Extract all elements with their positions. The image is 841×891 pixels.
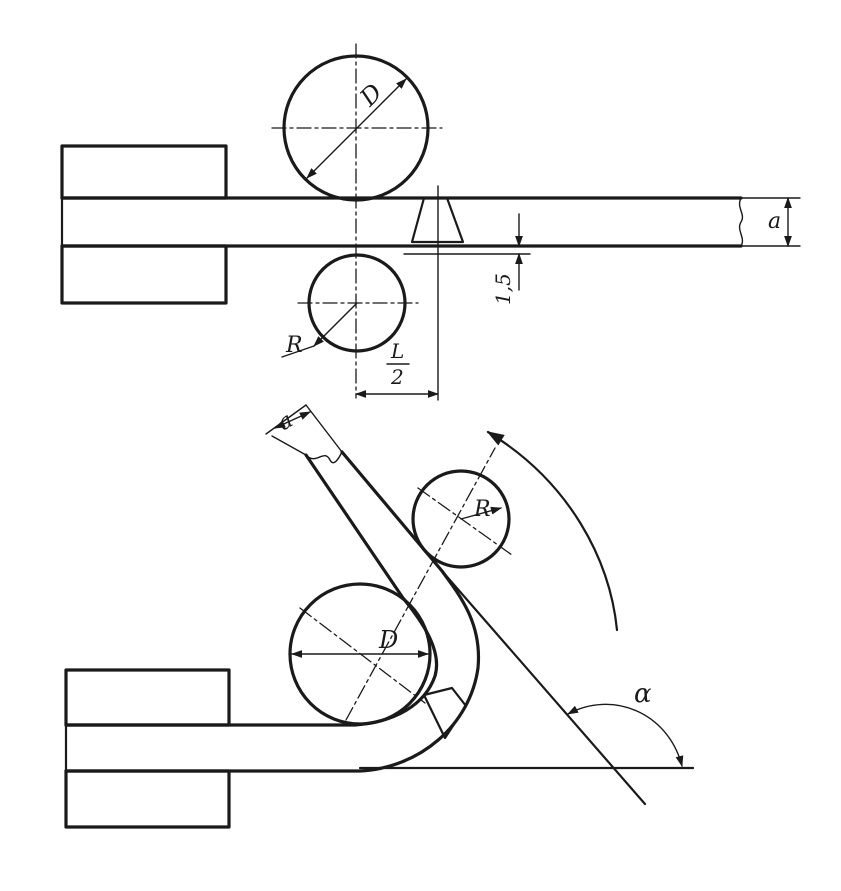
upper-roller-d-label: D [354,78,388,112]
gap-label: 1,5 [491,273,515,305]
half-length-dimension: L 2 [354,339,440,398]
bottom-roller-r-leader [460,506,503,520]
bottom-thickness-dimension: a [265,404,343,456]
bottom-cutter-insert [422,686,468,740]
bottom-roller-r-label: R [473,497,491,522]
gap-dimension: 1,5 [403,213,531,305]
rollers-connecting-centerline [345,447,496,721]
half-length-numerator: L [390,339,404,363]
half-length-denominator: 2 [390,365,404,389]
lower-clamp-block-2 [64,769,231,829]
thickness-dimension: a [740,196,801,248]
bend-angle-arc [567,703,684,768]
upper-clamp-block-2 [64,668,231,727]
thickness-a-label: a [768,209,781,234]
lower-roller-radius-leader [313,302,358,347]
lower-clamp-block [60,244,228,305]
bottom-roller-d-label: D [378,626,398,654]
bend-angle-label: α [634,679,652,709]
upper-clamp-block [60,144,228,200]
workpiece-strip [60,196,744,248]
top-view: D R a 1,5 L 2 [60,43,801,401]
bottom-view: D R a α [64,404,695,829]
bottom-thickness-a-label: a [274,408,298,436]
rotation-arrow [486,430,619,632]
bottom-roller-d [288,582,432,726]
lower-roller-r-label: R [285,333,303,358]
bottom-roller-r [411,469,511,569]
cutter-insert [410,196,465,244]
